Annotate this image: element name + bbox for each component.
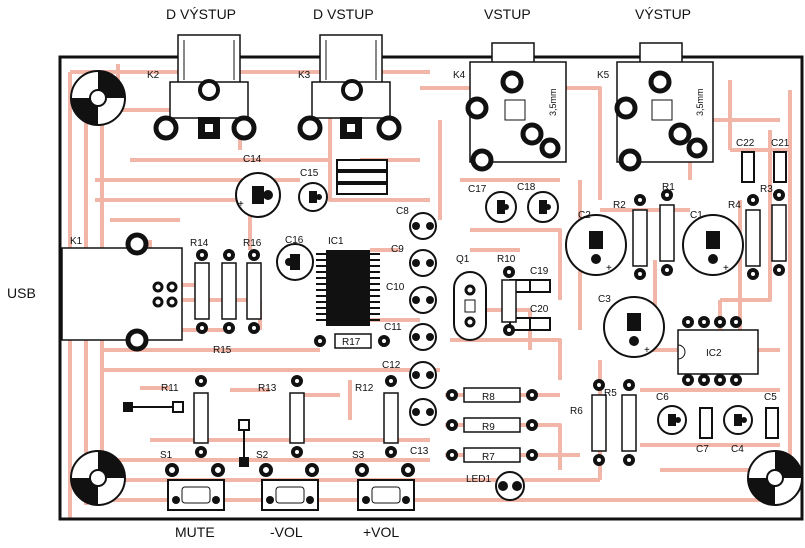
label-c21: C21 bbox=[771, 138, 790, 149]
label-vstup: VSTUP bbox=[484, 6, 531, 22]
electrolytic-capacitors: + + + + bbox=[235, 172, 753, 435]
label-r15: R15 bbox=[213, 345, 232, 356]
label-k3: K3 bbox=[298, 70, 311, 81]
resistors bbox=[193, 204, 787, 463]
label-d-vstup: D VSTUP bbox=[313, 6, 374, 22]
audio-jack-k4 bbox=[465, 42, 567, 172]
crystal-q1 bbox=[453, 271, 487, 341]
label-vol-minus: -VOL bbox=[270, 524, 303, 540]
label-r10: R10 bbox=[497, 254, 516, 265]
label-jack-size-1: 3,5mm bbox=[548, 88, 558, 116]
label-c10: C10 bbox=[386, 282, 405, 293]
label-r6: R6 bbox=[570, 406, 583, 417]
ic2-chip bbox=[677, 316, 759, 386]
svg-text:+: + bbox=[238, 199, 244, 210]
mounting-hole-icon bbox=[70, 70, 126, 126]
svg-text:+: + bbox=[644, 345, 650, 356]
label-c1: C1 bbox=[690, 210, 703, 221]
switch-s1 bbox=[165, 463, 225, 511]
label-c5: C5 bbox=[764, 392, 777, 403]
svg-text:+: + bbox=[606, 263, 612, 274]
label-r12: R12 bbox=[355, 383, 374, 394]
label-r9: R9 bbox=[482, 422, 495, 433]
label-k4: K4 bbox=[453, 70, 466, 81]
label-q1: Q1 bbox=[456, 254, 470, 265]
label-c9: C9 bbox=[391, 244, 404, 255]
label-r13: R13 bbox=[258, 383, 277, 394]
switch-s3 bbox=[355, 463, 415, 511]
label-c11: C11 bbox=[384, 322, 402, 333]
label-usb: USB bbox=[7, 285, 36, 301]
component-labels: K2 K3 K4 K5 K1 3,5mm 3,5mm C14 C15 C16 I… bbox=[70, 70, 790, 485]
label-c6: C6 bbox=[656, 392, 669, 403]
label-led1: LED1 bbox=[466, 474, 491, 485]
label-r16: R16 bbox=[243, 238, 262, 249]
label-k5: K5 bbox=[597, 70, 610, 81]
usb-connector-k1 bbox=[61, 232, 183, 352]
label-mute: MUTE bbox=[175, 524, 215, 540]
label-k1: K1 bbox=[70, 236, 83, 247]
label-r3: R3 bbox=[760, 184, 773, 195]
label-s1: S1 bbox=[160, 450, 173, 461]
label-c22: C22 bbox=[736, 138, 755, 149]
label-jack-size-2: 3,5mm bbox=[695, 88, 705, 116]
label-s3: S3 bbox=[352, 450, 365, 461]
svg-text:+: + bbox=[723, 263, 729, 274]
label-c2: C2 bbox=[578, 210, 591, 221]
label-r2: R2 bbox=[613, 200, 626, 211]
label-vol-plus: +VOL bbox=[363, 524, 400, 540]
capacitor-column bbox=[409, 212, 437, 426]
label-ic2: IC2 bbox=[706, 348, 722, 359]
mounting-hole-icon bbox=[747, 450, 803, 506]
rca-connector-k2 bbox=[153, 34, 257, 141]
label-c7: C7 bbox=[696, 444, 709, 455]
label-c17: C17 bbox=[468, 184, 487, 195]
label-c14: C14 bbox=[243, 154, 262, 165]
board-outline bbox=[58, 55, 804, 521]
label-s2: S2 bbox=[256, 450, 269, 461]
label-r4: R4 bbox=[728, 200, 741, 211]
mounting-hole-icon bbox=[70, 450, 126, 506]
label-c12: C12 bbox=[382, 360, 401, 371]
label-c8: C8 bbox=[396, 206, 409, 217]
ic1-chip bbox=[316, 250, 380, 326]
resistor-pads bbox=[195, 189, 785, 466]
label-d-vystup: D VÝSTUP bbox=[166, 6, 237, 22]
label-r7: R7 bbox=[482, 452, 495, 463]
label-k2: K2 bbox=[147, 70, 160, 81]
label-r14: R14 bbox=[190, 238, 209, 249]
label-vystup: VÝSTUP bbox=[635, 6, 692, 22]
jumper-wires bbox=[123, 401, 250, 467]
rca-connector-k3 bbox=[297, 34, 402, 141]
audio-jack-k5 bbox=[614, 42, 714, 172]
label-c20: C20 bbox=[530, 304, 549, 315]
switch-s2 bbox=[259, 463, 319, 511]
label-c15: C15 bbox=[300, 168, 319, 179]
label-c18: C18 bbox=[517, 182, 536, 193]
label-c3: C3 bbox=[598, 294, 611, 305]
label-r5: R5 bbox=[604, 388, 617, 399]
label-ic1: IC1 bbox=[328, 236, 344, 247]
label-r1: R1 bbox=[662, 182, 675, 193]
label-c13: C13 bbox=[410, 446, 429, 457]
label-r11: R11 bbox=[161, 383, 179, 394]
label-c16: C16 bbox=[285, 235, 304, 246]
led-icon bbox=[495, 471, 525, 501]
label-c4: C4 bbox=[731, 444, 744, 455]
label-r17: R17 bbox=[342, 337, 361, 348]
label-c19: C19 bbox=[530, 266, 549, 277]
label-r8: R8 bbox=[482, 392, 495, 403]
